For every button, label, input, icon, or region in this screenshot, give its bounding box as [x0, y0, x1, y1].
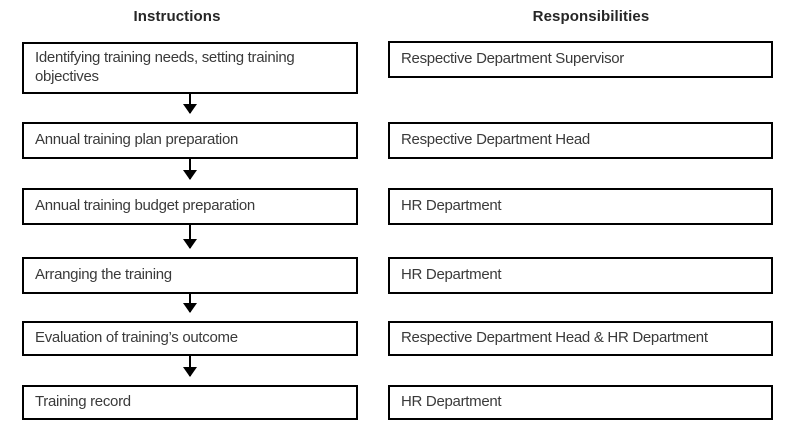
instruction-box-1: Identifying training needs, setting trai… [22, 42, 358, 94]
responsibilities-column-header: Responsibilities [532, 8, 650, 25]
down-arrow-4 [183, 294, 197, 313]
instruction-label-2: Annual training plan preparation [35, 131, 239, 149]
responsibility-box-4: HR Department [388, 257, 773, 294]
down-arrow-2 [183, 159, 197, 180]
down-arrowhead-icon [183, 239, 197, 249]
responsibility-label-2: Respective Department Head [401, 131, 590, 149]
responsibility-box-1: Respective Department Supervisor [388, 41, 773, 78]
instruction-box-5: Evaluation of training’s outcome [22, 321, 358, 356]
down-arrowhead-icon [183, 303, 197, 313]
instruction-label-5: Evaluation of training’s outcome [35, 329, 238, 347]
instruction-box-6: Training record [22, 385, 358, 420]
responsibility-label-1: Respective Department Supervisor [401, 50, 625, 68]
responsibility-label-3: HR Department [401, 197, 502, 215]
instruction-label-3: Annual training budget preparation [35, 197, 255, 215]
down-arrowhead-icon [183, 104, 197, 114]
down-arrowhead-icon [183, 170, 197, 180]
down-arrow-5 [183, 356, 197, 377]
responsibility-label-5: Respective Department Head & HR Departme… [401, 329, 708, 347]
down-arrow-3 [183, 225, 197, 249]
instruction-label-1: Identifying training needs, setting trai… [35, 49, 295, 85]
responsibility-label-6: HR Department [401, 393, 502, 411]
down-arrow-1 [183, 94, 197, 114]
instruction-box-4: Arranging the training [22, 257, 358, 294]
instruction-label-4: Arranging the training [35, 266, 172, 284]
responsibility-box-5: Respective Department Head & HR Departme… [388, 321, 773, 356]
instructions-column-header: Instructions [133, 8, 221, 25]
down-arrowhead-icon [183, 367, 197, 377]
instruction-box-2: Annual training plan preparation [22, 122, 358, 159]
responsibility-label-4: HR Department [401, 266, 502, 284]
responsibility-box-2: Respective Department Head [388, 122, 773, 159]
instruction-label-6: Training record [35, 393, 131, 411]
responsibility-box-3: HR Department [388, 188, 773, 225]
responsibility-box-6: HR Department [388, 385, 773, 420]
instruction-box-3: Annual training budget preparation [22, 188, 358, 225]
